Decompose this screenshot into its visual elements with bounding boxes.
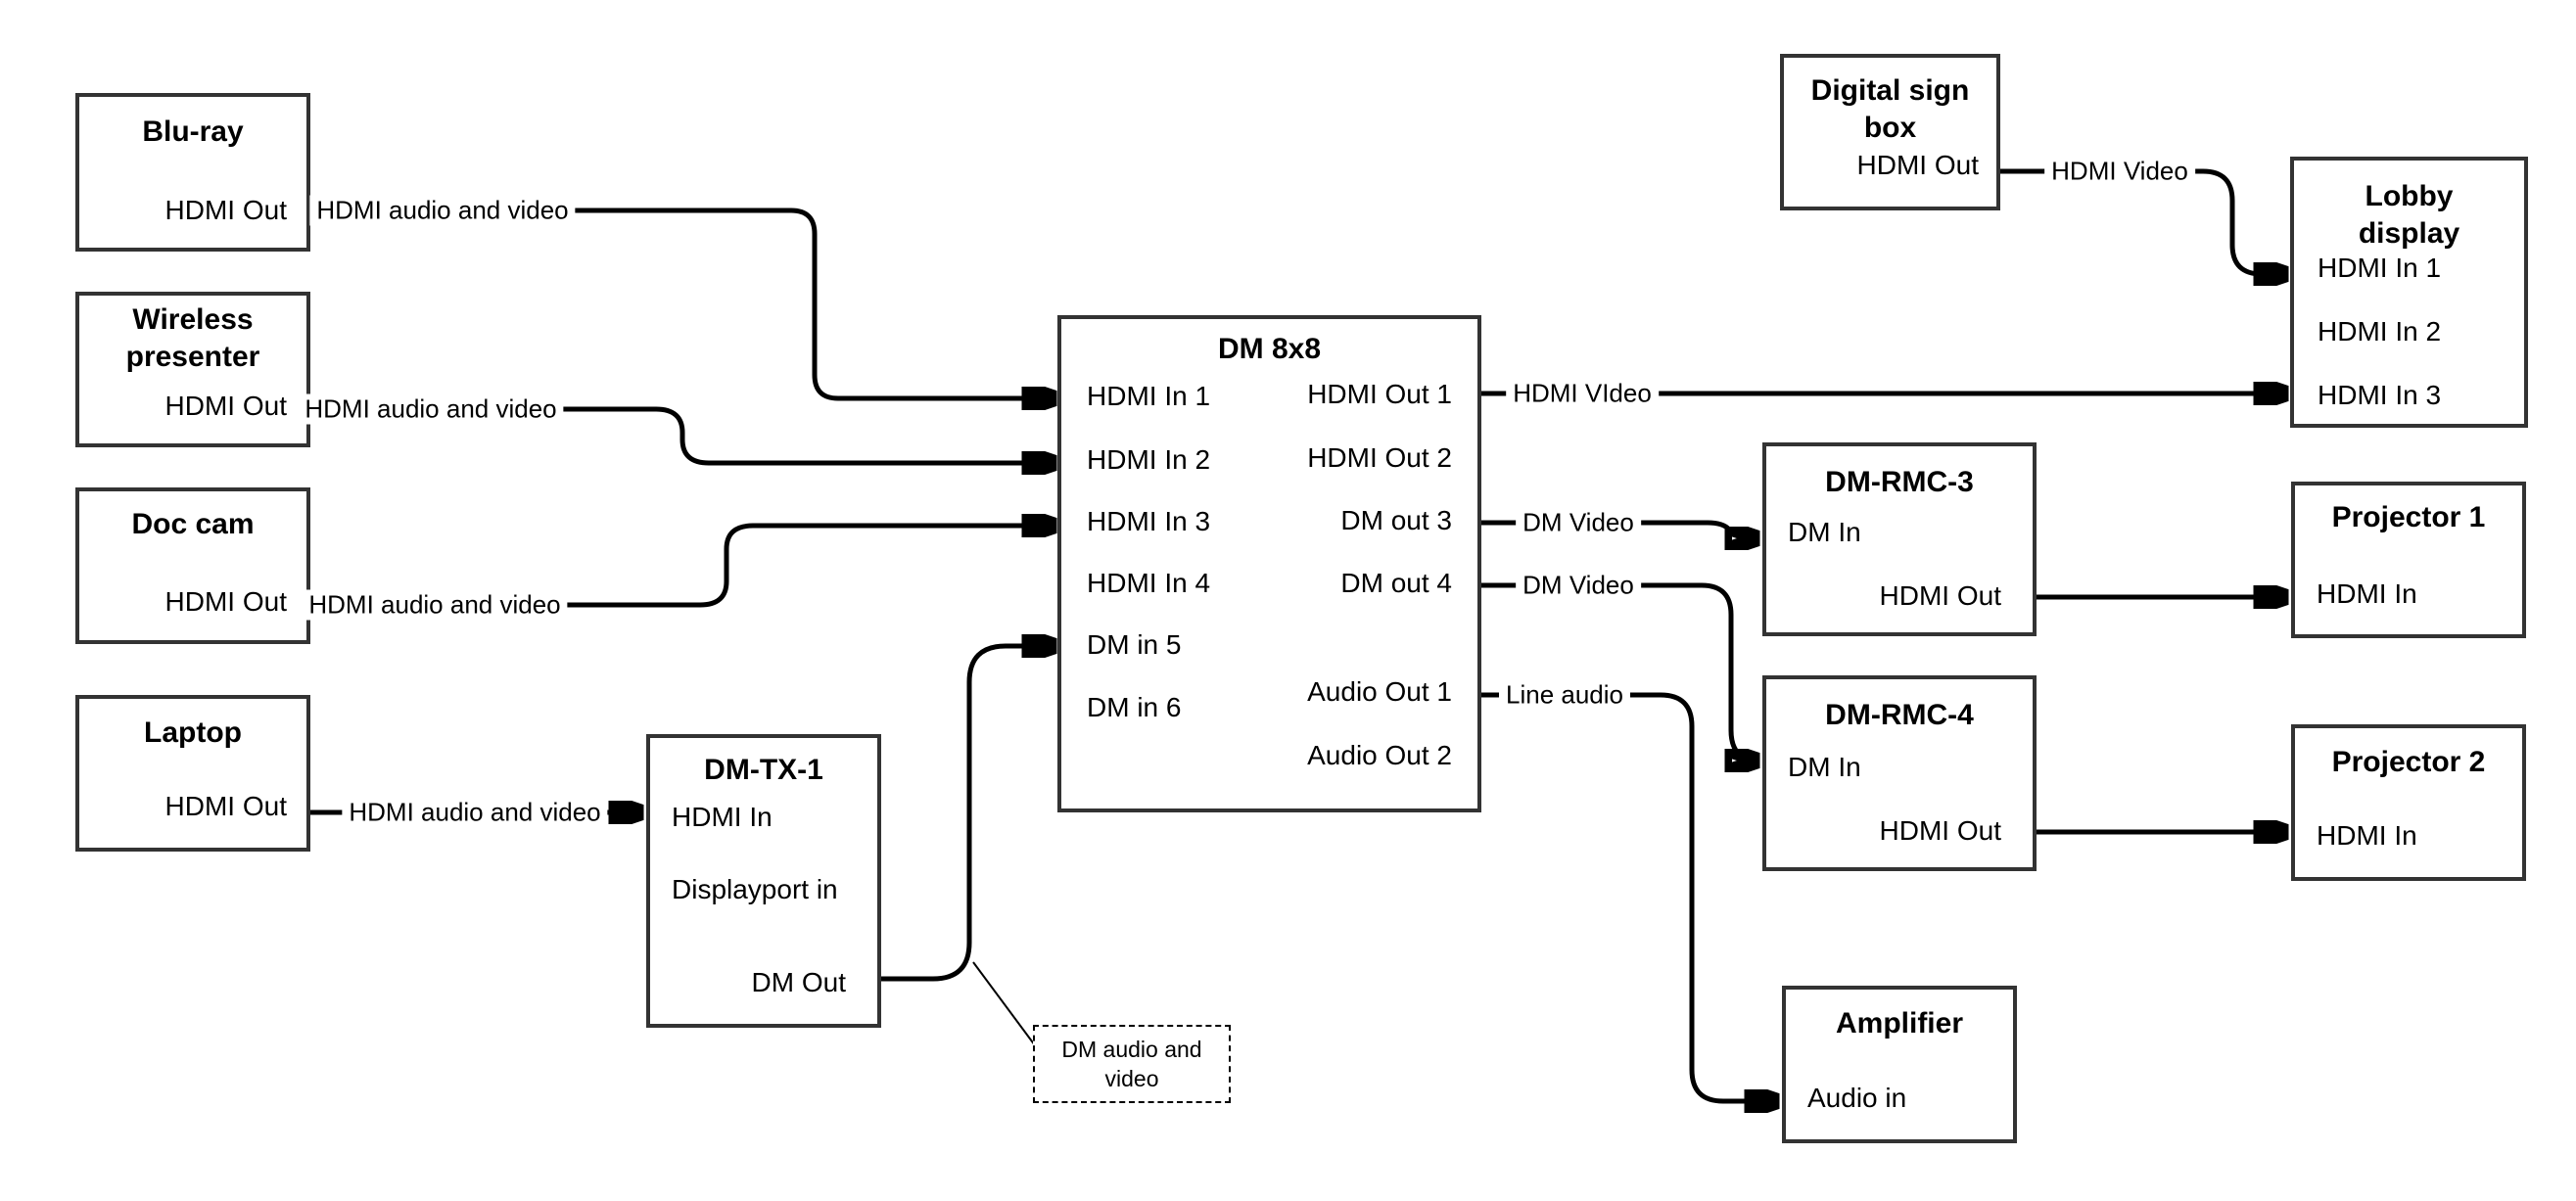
port-dm8x8-hdmi-in-4: HDMI In 4 [1087,568,1211,598]
edge-signbox-to-lobby [2000,168,2287,274]
port-wireless-hdmi-out: HDMI Out [164,391,287,421]
node-dm8x8-title: DM 8x8 [1217,333,1322,365]
port-dm8x8-hdmi-out-2: HDMI Out 2 [1307,442,1452,473]
node-lobby-display: Lobby display HDMI In 1 HDMI In 2 HDMI I… [2290,157,2528,428]
node-projector-2: Projector 2 HDMI In [2291,724,2526,881]
edge-wireless-to-dm8x8 [310,406,1055,463]
port-amp-audio-in: Audio in [1807,1083,1907,1113]
port-rmc4-hdmi-out: HDMI Out [1879,815,2001,846]
node-dm-rmc-4: DM-RMC-4 DM In HDMI Out [1762,675,2037,871]
edge-bluray-to-dm8x8 [310,208,1055,398]
edge-label-wireless: HDMI audio and video [298,393,564,425]
node-dmtx1-title: DM-TX-1 [704,754,823,786]
node-laptop: Laptop HDMI Out [75,695,310,852]
port-dm8x8-dm-out-4: DM out 4 [1340,568,1452,598]
port-dmtx1-hdmi-in: HDMI In [672,802,773,832]
node-laptop-title: Laptop [144,716,242,749]
port-rmc3-dm-in: DM In [1788,517,1861,547]
node-proj2-title: Projector 2 [2331,746,2486,778]
node-digitalsign-title: Digital sign box [1810,74,1970,144]
port-dm8x8-dm-out-3: DM out 3 [1340,505,1452,535]
port-laptop-hdmi-out: HDMI Out [164,791,287,821]
node-dm-rmc-3: DM-RMC-3 DM In HDMI Out [1762,442,2037,636]
node-doccam-title: Doc cam [131,508,255,540]
node-amplifier: Amplifier Audio in [1782,986,2017,1143]
port-doccam-hdmi-out: HDMI Out [164,586,287,617]
node-digital-sign-box: Digital sign box HDMI Out [1780,54,2000,210]
port-lobby-hdmi-in-2: HDMI In 2 [2318,316,2442,346]
note-dm-audio-video: DM audio and video [1033,1025,1231,1103]
port-dm8x8-audio-out-1: Audio Out 1 [1307,676,1452,707]
node-wireless-presenter: Wireless presenter HDMI Out [75,292,310,447]
edge-label-dm-video-3: DM Video [1516,507,1641,538]
note-callout-line [972,961,1036,1046]
port-dm8x8-audio-out-2: Audio Out 2 [1307,740,1452,770]
port-dm8x8-dm-in-5: DM in 5 [1087,629,1182,660]
port-lobby-hdmi-in-3: HDMI In 3 [2318,380,2442,410]
edge-label-hdmi-video-lobby: HDMI VIdeo [1506,378,1659,409]
port-dmtx1-dm-out: DM Out [751,967,846,997]
port-dm8x8-hdmi-out-1: HDMI Out 1 [1307,379,1452,409]
port-proj2-hdmi-in: HDMI In [2317,820,2417,851]
edge-dm8x8-to-amp [1481,692,1778,1101]
port-dm8x8-hdmi-in-3: HDMI In 3 [1087,506,1211,536]
port-lobby-hdmi-in-1: HDMI In 1 [2318,253,2442,283]
node-proj1-title: Projector 1 [2331,501,2486,533]
node-rmc4-title: DM-RMC-4 [1825,699,1974,731]
node-projector-1: Projector 1 HDMI In [2291,482,2526,638]
port-digitalsign-hdmi-out: HDMI Out [1856,150,1979,180]
node-rmc3-title: DM-RMC-3 [1825,466,1974,498]
node-wireless-title: Wireless presenter [125,303,260,373]
port-rmc4-dm-in: DM In [1788,752,1861,782]
edge-label-signbox: HDMI Video [2044,156,2195,187]
edge-dm8x8-to-rmc3 [1481,520,1758,538]
node-lobby-title: Lobby display [2358,180,2460,250]
edge-dm8x8-to-rmc4 [1481,582,1758,761]
edge-label-laptop: HDMI audio and video [342,797,608,828]
edge-doccam-to-dm8x8 [310,526,1055,608]
edge-label-dm-video-4: DM Video [1516,570,1641,601]
port-proj1-hdmi-in: HDMI In [2317,578,2417,609]
node-dm-tx-1: DM-TX-1 HDMI In Displayport in DM Out [646,734,881,1028]
edge-label-line-audio: Line audio [1499,679,1630,711]
edge-dmtx1-to-dm8x8 [881,646,1055,982]
port-dm8x8-dm-in-6: DM in 6 [1087,692,1182,722]
node-amp-title: Amplifier [1835,1007,1964,1039]
edge-label-doccam: HDMI audio and video [302,589,568,621]
port-bluray-hdmi-out: HDMI Out [164,195,287,225]
port-dm8x8-hdmi-in-2: HDMI In 2 [1087,444,1211,475]
node-bluray: Blu-ray HDMI Out [75,93,310,252]
node-dm-8x8: DM 8x8 HDMI In 1 HDMI In 2 HDMI In 3 HDM… [1057,315,1481,812]
port-dmtx1-displayport-in: Displayport in [672,874,838,904]
node-doc-cam: Doc cam HDMI Out [75,487,310,644]
node-bluray-title: Blu-ray [142,115,244,148]
port-rmc3-hdmi-out: HDMI Out [1879,580,2001,611]
port-dm8x8-hdmi-in-1: HDMI In 1 [1087,381,1211,411]
edge-label-bluray: HDMI audio and video [309,195,576,226]
